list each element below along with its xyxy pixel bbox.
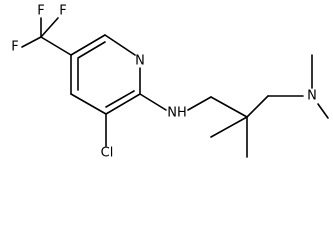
bond-cf3-f-right	[40, 17, 59, 38]
bond-nh-ch2	[187, 96, 212, 111]
structure-diagram: F F F N Cl NH N	[11, 4, 329, 161]
bond-ch2-cq	[210, 96, 248, 118]
atom-label-layer: F F F N Cl NH N	[11, 4, 317, 161]
atom-label-dimethyl-nitrogen: N	[307, 89, 317, 104]
bond-layer	[21, 17, 329, 158]
bond-ring-c5-c6	[70, 34, 106, 56]
bond-ring-double-c2-c3	[105, 90, 135, 108]
atom-label-amine-nh: NH	[167, 106, 187, 121]
atom-label-fluorine-left: F	[11, 40, 18, 55]
molecule-drawing: F F F N Cl NH N	[11, 4, 329, 161]
atom-label-chlorine: Cl	[101, 146, 114, 161]
bond-cf3-ring	[40, 36, 72, 56]
bond-cq-methyl-left	[210, 116, 248, 138]
bond-cf3-f-left	[21, 36, 42, 48]
bond-cq-ch2	[246, 95, 269, 118]
bond-ring-c2-c3	[105, 93, 141, 115]
bond-ring-double-c5-c6	[77, 41, 106, 59]
atom-label-fluorine-top: F	[37, 4, 44, 19]
bond-ring-c3-c4	[70, 93, 107, 115]
bond-ring-nh	[139, 93, 167, 111]
bond-n-methyl-down	[317, 103, 329, 119]
bond-ring-c6-n1	[104, 34, 136, 56]
atom-label-fluorine-right: F	[59, 4, 66, 19]
atom-label-ring-nitrogen: N	[135, 54, 145, 69]
